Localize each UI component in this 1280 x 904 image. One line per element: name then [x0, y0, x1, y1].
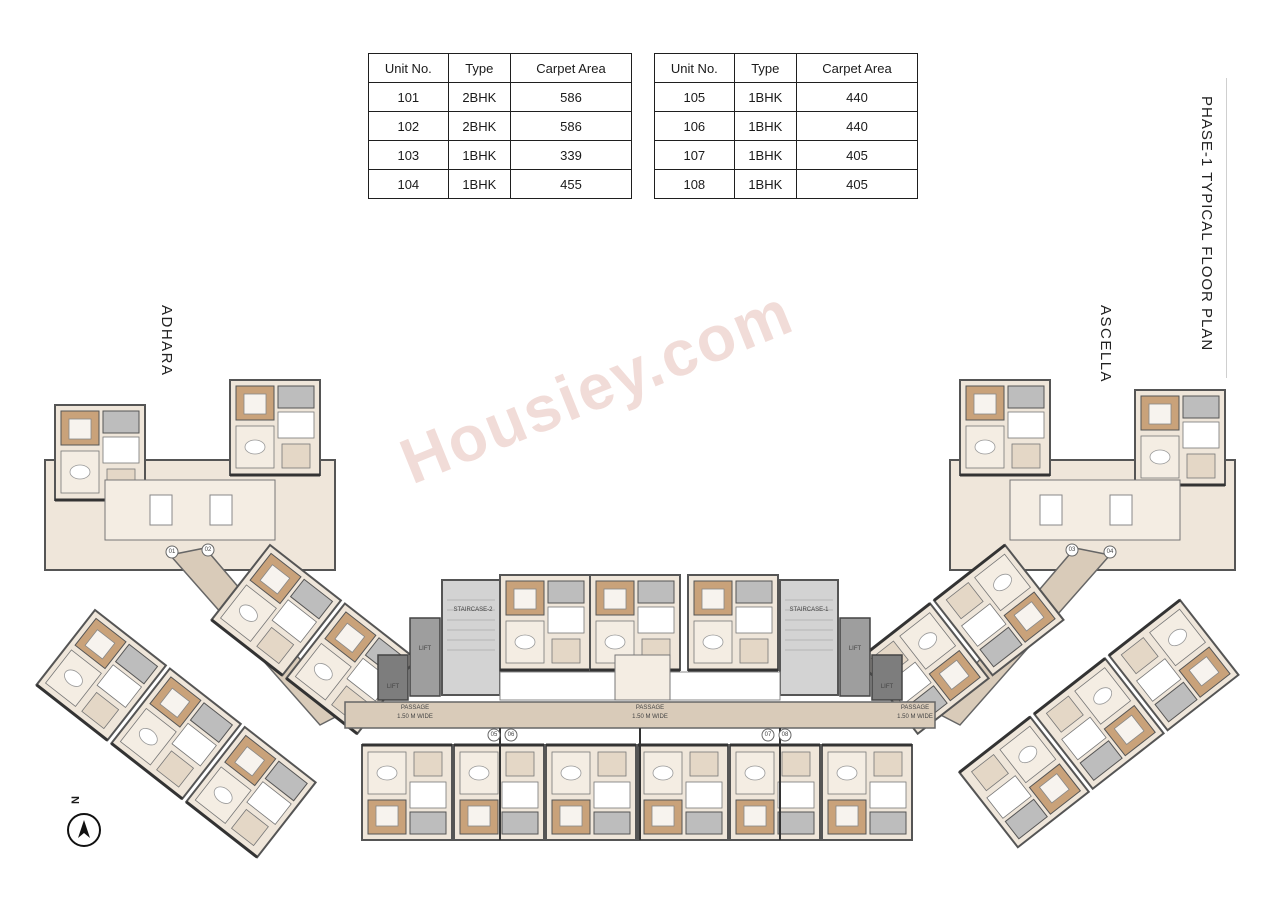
- north-arrow-icon: [67, 813, 101, 847]
- floor-plan-title: PHASE-1 TYPICAL FLOOR PLAN: [1198, 96, 1215, 352]
- header-type: Type: [447, 53, 511, 83]
- lift-label-right-2: LIFT: [880, 684, 894, 690]
- unit-area-table-right: Unit No. Type Carpet Area 105 1BHK 440 1…: [654, 53, 919, 199]
- header-unit-no: Unit No.: [654, 53, 735, 83]
- unit-tag-02: [201, 543, 215, 557]
- cell-unit: 103: [368, 140, 449, 170]
- table-row: 106 1BHK 440: [654, 111, 919, 141]
- title-divider: [1226, 78, 1227, 378]
- passage-label-left: PASSAGE: [400, 705, 430, 711]
- passage-label-center: PASSAGE: [635, 705, 665, 711]
- cell-area: 455: [509, 169, 633, 199]
- cell-type: 1BHK: [733, 140, 797, 170]
- table-header-row: Unit No. Type Carpet Area: [368, 53, 633, 83]
- cell-type: 1BHK: [733, 82, 797, 112]
- unit-tag-label: 02: [204, 547, 212, 553]
- unit-tag-04: [1103, 545, 1117, 559]
- table-row: 107 1BHK 405: [654, 140, 919, 170]
- table-row: 104 1BHK 455: [368, 169, 633, 199]
- cell-type: 1BHK: [447, 169, 511, 199]
- unit-tag-label: 04: [1106, 549, 1114, 555]
- table-row: 103 1BHK 339: [368, 140, 633, 170]
- table-row: 102 2BHK 586: [368, 111, 633, 141]
- staircase-1: [779, 579, 839, 696]
- cell-type: 2BHK: [447, 82, 511, 112]
- unit-tag-03: [1065, 543, 1079, 557]
- unit-tag-label: 07: [764, 732, 772, 738]
- unit-tag-label: 08: [781, 732, 789, 738]
- unit-tag-label: 03: [1068, 547, 1076, 553]
- wing-label-adhara: ADHARA: [158, 305, 175, 377]
- cell-unit: 107: [654, 140, 735, 170]
- lift-label-left-2: LIFT: [386, 684, 400, 690]
- cell-area: 440: [795, 111, 919, 141]
- cell-type: 1BHK: [447, 140, 511, 170]
- passage-label-right: PASSAGE: [900, 705, 930, 711]
- cell-area: 586: [509, 82, 633, 112]
- unit-tag-label: 01: [168, 549, 176, 555]
- unit-area-table-left: Unit No. Type Carpet Area 101 2BHK 586 1…: [368, 53, 633, 199]
- staircase-1-label: STAIRCASE-1: [789, 607, 829, 613]
- unit-tag-06: [504, 728, 518, 742]
- header-unit-no: Unit No.: [368, 53, 449, 83]
- cell-unit: 108: [654, 169, 735, 199]
- table-row: 101 2BHK 586: [368, 82, 633, 112]
- central-block: [344, 573, 936, 842]
- lift-right: [839, 617, 871, 697]
- table-row: 105 1BHK 440: [654, 82, 919, 112]
- cell-area: 405: [795, 169, 919, 199]
- wing-label-ascella: ASCELLA: [1097, 305, 1114, 384]
- unit-tag-label: 06: [507, 732, 515, 738]
- adhara-top-cluster: [44, 378, 336, 571]
- staircase-2: [441, 579, 501, 696]
- cell-area: 405: [795, 140, 919, 170]
- lift-label-right: LIFT: [848, 646, 862, 652]
- cell-area: 586: [509, 111, 633, 141]
- cell-area: 440: [795, 82, 919, 112]
- header-type: Type: [733, 53, 797, 83]
- unit-tag-label: 05: [490, 732, 498, 738]
- unit-tag-05: [487, 728, 501, 742]
- table-row: 108 1BHK 405: [654, 169, 919, 199]
- unit-tag-07: [761, 728, 775, 742]
- cell-area: 339: [509, 140, 633, 170]
- unit-tag-08: [778, 728, 792, 742]
- lift-left: [409, 617, 441, 697]
- cell-type: 2BHK: [447, 111, 511, 141]
- staircase-2-label: STAIRCASE-2: [453, 607, 493, 613]
- lift-label-left: LIFT: [418, 646, 432, 652]
- ascella-top-cluster: [949, 378, 1236, 571]
- passage-width-right: 1.50 M WIDE: [897, 714, 933, 720]
- cell-unit: 101: [368, 82, 449, 112]
- passage-width-center: 1.50 M WIDE: [632, 714, 668, 720]
- cell-unit: 102: [368, 111, 449, 141]
- table-header-row: Unit No. Type Carpet Area: [654, 53, 919, 83]
- unit-tag-01: [165, 545, 179, 559]
- cell-type: 1BHK: [733, 169, 797, 199]
- passage-width-left: 1.50 M WIDE: [397, 714, 433, 720]
- north-label: N: [69, 796, 82, 804]
